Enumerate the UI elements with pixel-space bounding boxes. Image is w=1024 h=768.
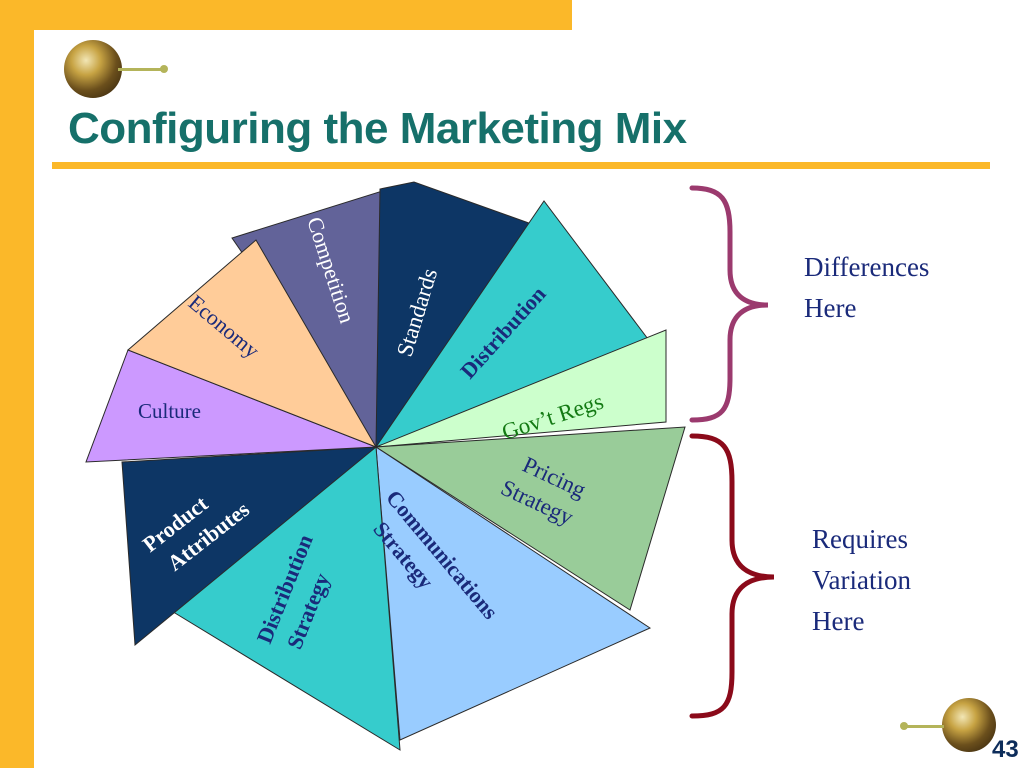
- brace-requires-variation: [689, 433, 775, 719]
- page-number: 43: [992, 736, 1019, 763]
- title-underline: [52, 162, 990, 169]
- brace-differences: [689, 185, 769, 423]
- globe-leader-line: [118, 68, 162, 71]
- globe-icon: [64, 40, 122, 98]
- frame-left-bar: [0, 0, 34, 768]
- segment-product-attributes: [121, 446, 378, 647]
- globe-leader-line-bottom: [904, 725, 944, 728]
- label-culture: Culture: [138, 399, 201, 423]
- globe-icon-bottom: [942, 698, 996, 752]
- globe-leader-dot: [160, 65, 168, 73]
- segment-govt-regs: [375, 329, 667, 448]
- segment-economy: [127, 239, 378, 448]
- label-differences-here: Differences Here: [804, 252, 930, 323]
- slide-title: Configuring the Marketing Mix: [68, 104, 687, 153]
- frame-top-bar: [0, 0, 572, 30]
- label-requires-variation-here: Requires Variation Here: [812, 524, 911, 636]
- segment-pricing-strategy: [374, 426, 686, 611]
- globe-leader-dot-bottom: [900, 722, 908, 730]
